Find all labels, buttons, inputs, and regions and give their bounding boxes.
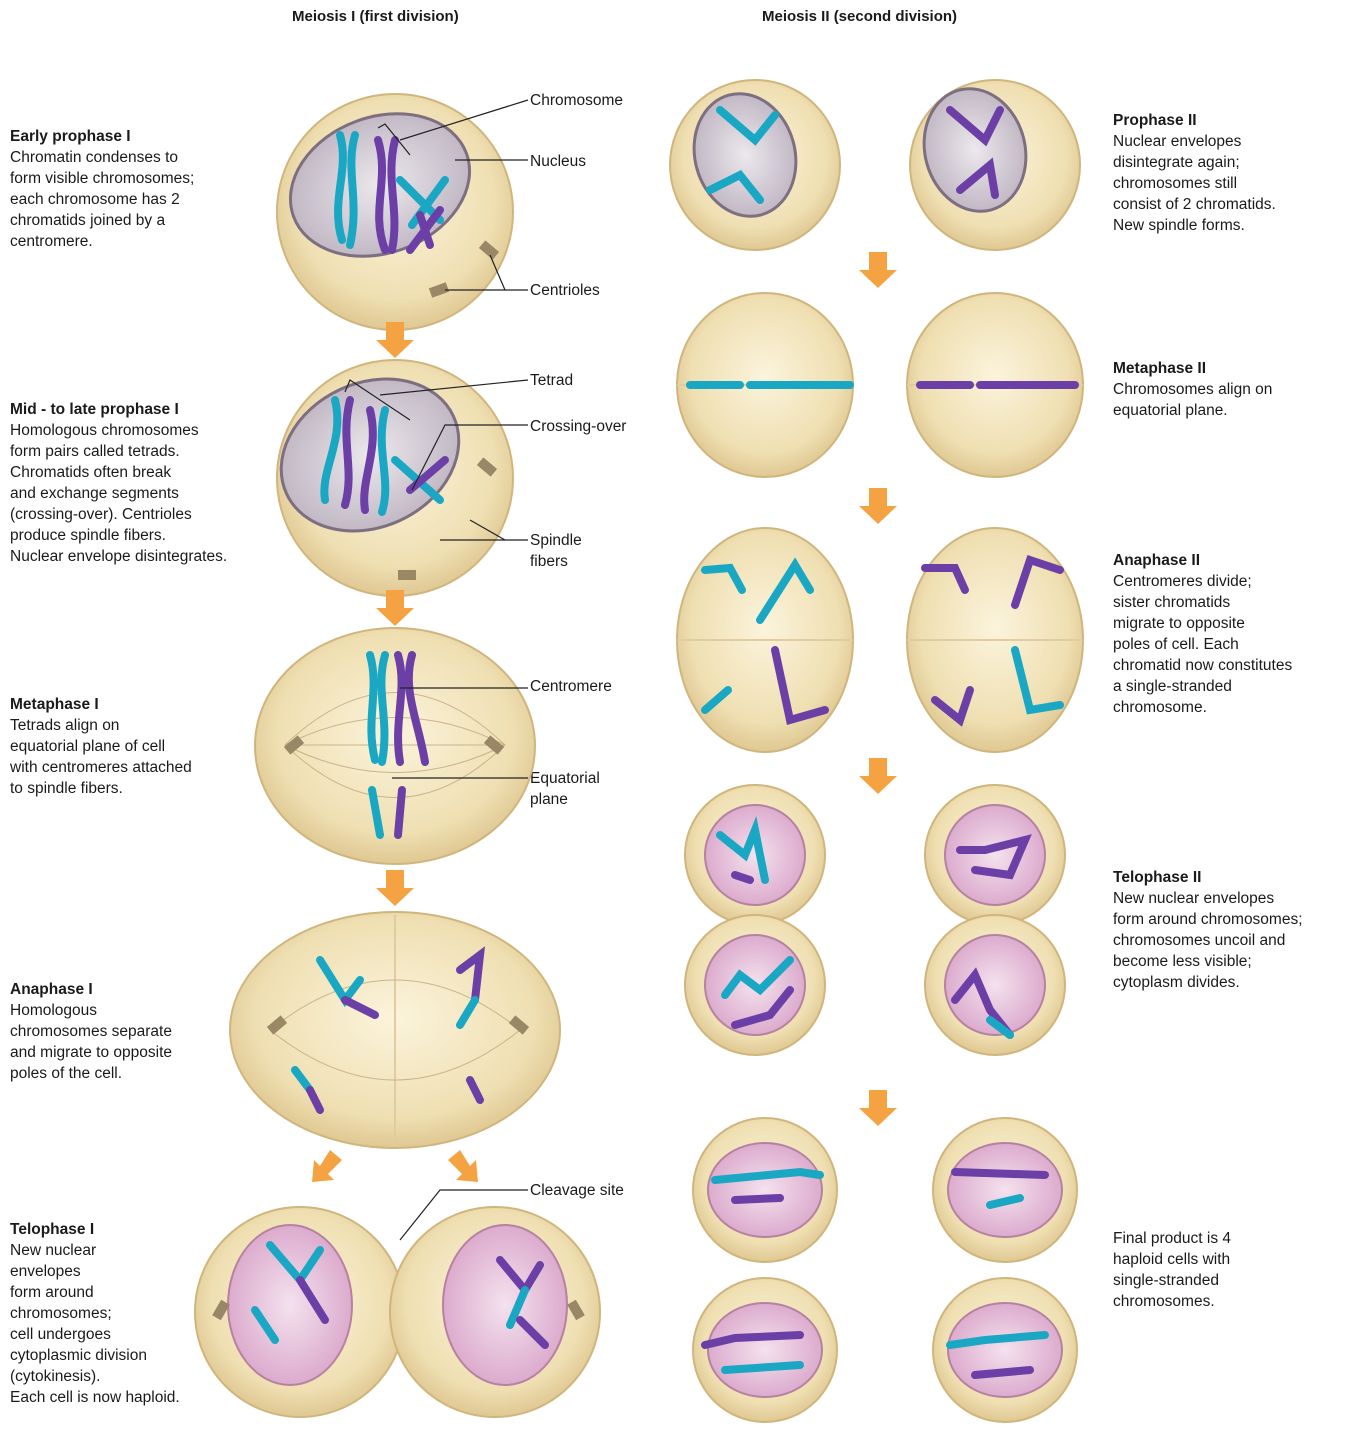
cell-metaphase-1 [255, 628, 535, 864]
cells-final-product [693, 1118, 1077, 1422]
cell-anaphase-1 [230, 912, 560, 1148]
cells-prophase-2 [670, 77, 1080, 250]
arrow-3 [376, 870, 414, 906]
cell-telophase-1 [195, 1207, 600, 1417]
cell-early-prophase-1 [270, 90, 513, 330]
arrow-4a [312, 1150, 342, 1182]
arrow-r2 [859, 488, 897, 524]
arrow-r4 [859, 1090, 897, 1126]
arrow-4b [448, 1150, 478, 1182]
arrow-r1 [859, 252, 897, 288]
cells-metaphase-2 [677, 293, 1083, 477]
cells-telophase-2 [685, 785, 1065, 1055]
cells-anaphase-2 [677, 528, 1083, 752]
cell-mid-late-prophase-1 [256, 351, 513, 596]
arrow-r3 [859, 758, 897, 794]
